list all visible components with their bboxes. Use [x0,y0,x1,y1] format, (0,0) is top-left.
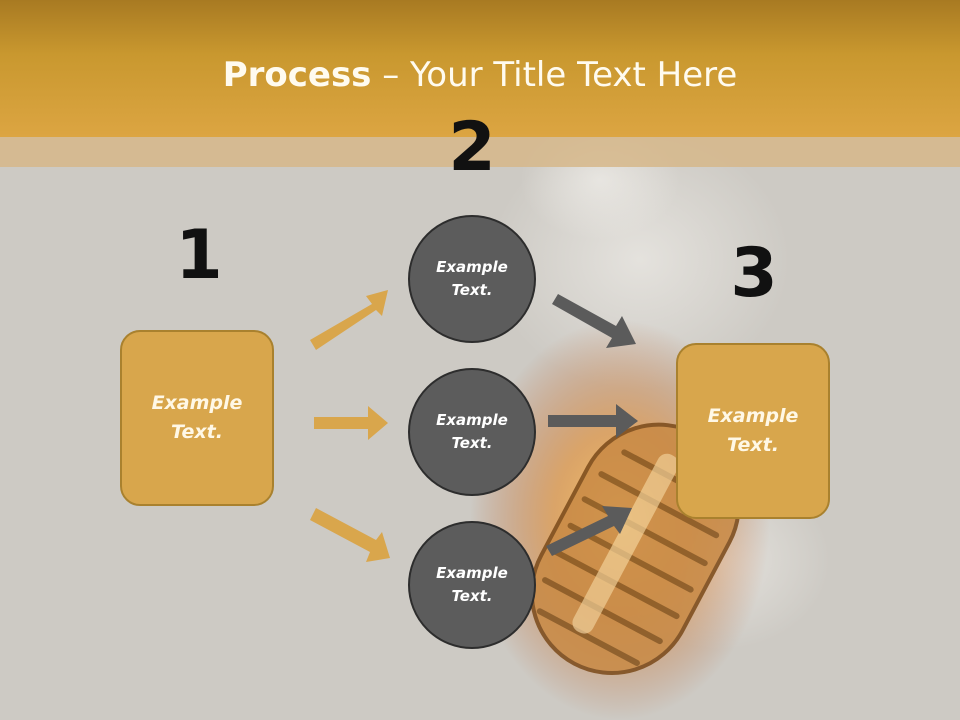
title-bold: Process [222,55,372,95]
step-2-circle-top: Example Text. [408,215,536,343]
step-2-circle-middle-text: Example Text. [436,411,508,452]
orange-arrow-down [310,508,390,562]
step-2-circle-top-text: Example Text. [436,258,508,299]
step-1-text: Example Text. [151,392,243,443]
step-2-circle-middle: Example Text. [408,368,536,496]
step-3-box: Example Text. [676,343,830,519]
orange-arrow-right [314,406,388,440]
step-1-number: 1 [175,216,223,295]
title-rest: – Your Title Text Here [371,55,738,95]
step-3-number: 3 [730,234,778,313]
orange-arrow-up [310,290,388,350]
step-1-box: Example Text. [120,330,274,506]
step-2-circle-bottom: Example Text. [408,521,536,649]
slide-title: Process – Your Title Text Here [0,52,960,98]
title-bar-band [0,137,960,167]
gray-arrow-right [548,404,638,438]
step-2-number: 2 [448,108,496,187]
gray-arrow-down [552,294,636,348]
step-2-circle-bottom-text: Example Text. [436,564,508,605]
step-3-text: Example Text. [707,405,799,456]
title-bar [0,0,960,137]
gray-arrow-up [546,506,632,556]
